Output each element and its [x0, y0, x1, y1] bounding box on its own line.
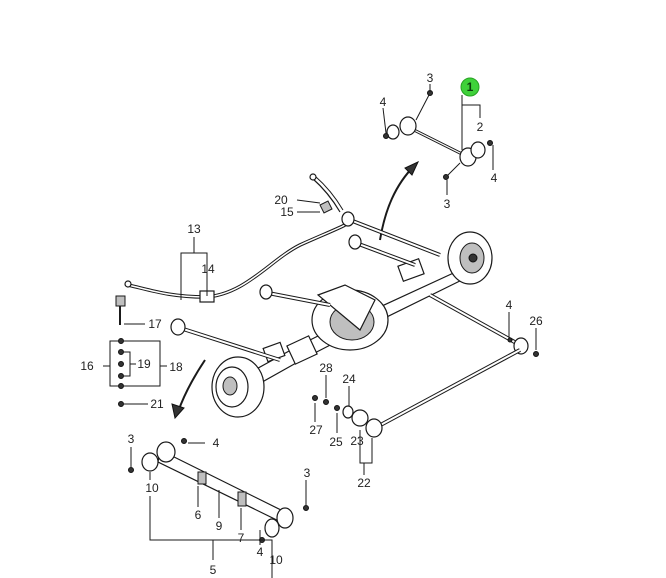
callout-2: 2 [477, 120, 484, 134]
callout-18: 18 [169, 360, 183, 374]
direction-arrow-top [379, 164, 416, 241]
callout-14: 14 [201, 262, 215, 276]
track-bar[interactable] [312, 348, 521, 438]
callout-17: 17 [148, 317, 162, 331]
callout-3-mid: 3 [444, 197, 451, 211]
callout-16: 16 [80, 359, 94, 373]
upper-control-arm-part[interactable] [386, 116, 486, 167]
callout-4-right: 4 [506, 298, 513, 312]
callout-5: 5 [210, 563, 217, 577]
bolt-top-right [383, 90, 493, 180]
stabilizer-bar[interactable] [124, 223, 346, 303]
callout-7: 7 [238, 531, 245, 545]
arrow-head-top [404, 160, 420, 176]
callout-23: 23 [350, 434, 364, 448]
callout-1: 1 [467, 80, 474, 94]
arrow-head-bottom [171, 403, 185, 420]
callout-3-bottom-right: 3 [304, 466, 311, 480]
lower-trailing-arm[interactable] [128, 438, 309, 543]
rear-axle-housing[interactable] [211, 231, 493, 418]
link-bolts-left [115, 295, 126, 407]
highlight-marker[interactable] [460, 77, 480, 97]
callout-4-bottom: 4 [213, 436, 220, 450]
callout-13: 13 [187, 222, 201, 236]
callout-19: 19 [137, 357, 151, 371]
callout-22: 22 [357, 476, 371, 490]
callout-15: 15 [280, 205, 294, 219]
callout-4-top-right: 4 [491, 171, 498, 185]
callout-10-right: 10 [269, 553, 283, 567]
lower-link-left[interactable] [170, 318, 281, 362]
callout-9: 9 [216, 519, 223, 533]
callout-21: 21 [150, 397, 164, 411]
callout-3-bottom-left: 3 [128, 432, 135, 446]
upper-links[interactable] [259, 211, 441, 307]
callout-6: 6 [195, 508, 202, 522]
callout-25: 25 [329, 435, 343, 449]
callout-26: 26 [529, 314, 543, 328]
callout-24: 24 [342, 372, 356, 386]
callout-3-top: 3 [427, 71, 434, 85]
callout-28: 28 [319, 361, 333, 375]
stabilizer-link[interactable] [309, 173, 344, 214]
lower-link-right[interactable] [429, 293, 539, 357]
callout-27: 27 [309, 423, 323, 437]
callout-4-bottom-right: 4 [257, 545, 264, 559]
callout-4-top-left: 4 [380, 95, 387, 109]
callout-10-left: 10 [145, 481, 159, 495]
callout-20: 20 [274, 193, 288, 207]
